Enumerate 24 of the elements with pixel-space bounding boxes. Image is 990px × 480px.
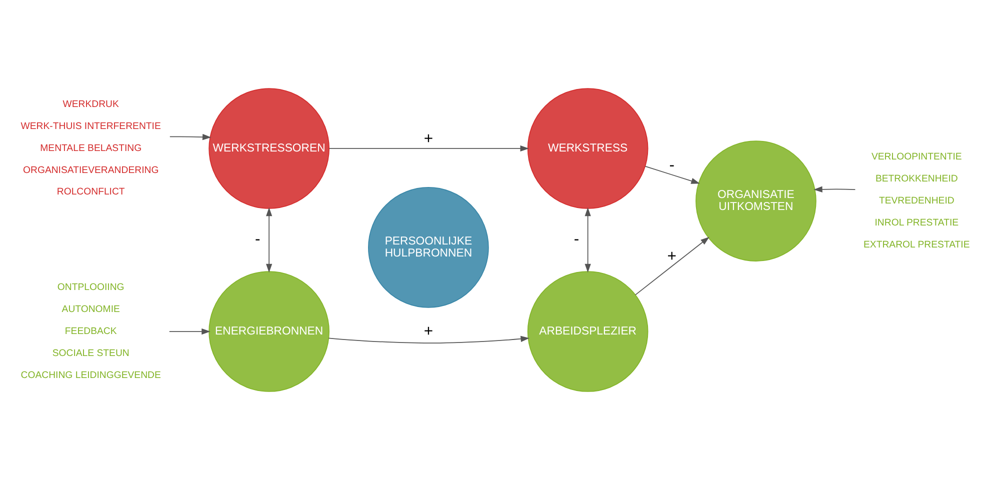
- arrow: [266, 207, 272, 273]
- edge-label: +: [667, 248, 676, 265]
- node-circle: WERKSTRESS: [527, 88, 648, 209]
- arrow: [814, 186, 856, 192]
- edge-label: +: [424, 130, 434, 148]
- arrow: [168, 328, 210, 335]
- edge-label: +: [424, 323, 434, 340]
- arrow: [328, 145, 530, 152]
- node-circle: ENERGIEBRONNEN: [208, 271, 330, 392]
- edge-label: -: [669, 156, 675, 174]
- node-circle: ORGANISATIE UITKOMSTEN: [696, 140, 816, 262]
- edge-label: -: [255, 230, 260, 248]
- arrow: [584, 207, 591, 273]
- node-text: ONTPLOOIING AUTONOMIE FEEDBACK SOCIALE STEUN COACHING LEIDINGGEVENDE: [20, 282, 161, 381]
- node-text: VERLOOPINTENTIE BETROKKENHEID TEVREDENHEID INROL PRESTATIE EXTRAROL PRESTATIE: [864, 152, 970, 250]
- arrow: [635, 236, 710, 296]
- node-circle: WERKSTRESSOREN: [208, 88, 330, 209]
- node-circle: ARBEIDSPLEZIER: [527, 271, 648, 392]
- arrow: [328, 336, 530, 344]
- node-text: WERKDRUK WERK-THUIS INTERFERENTIE MENTALE BELASTING ORGANISATIEVERANDERING ROLCONFLICT: [20, 99, 161, 198]
- node-circle: PERSOONLIJKE HULPBRONNEN: [368, 187, 489, 308]
- arrow: [644, 166, 700, 184]
- edge-label: -: [574, 230, 580, 248]
- arrow: [169, 134, 212, 140]
